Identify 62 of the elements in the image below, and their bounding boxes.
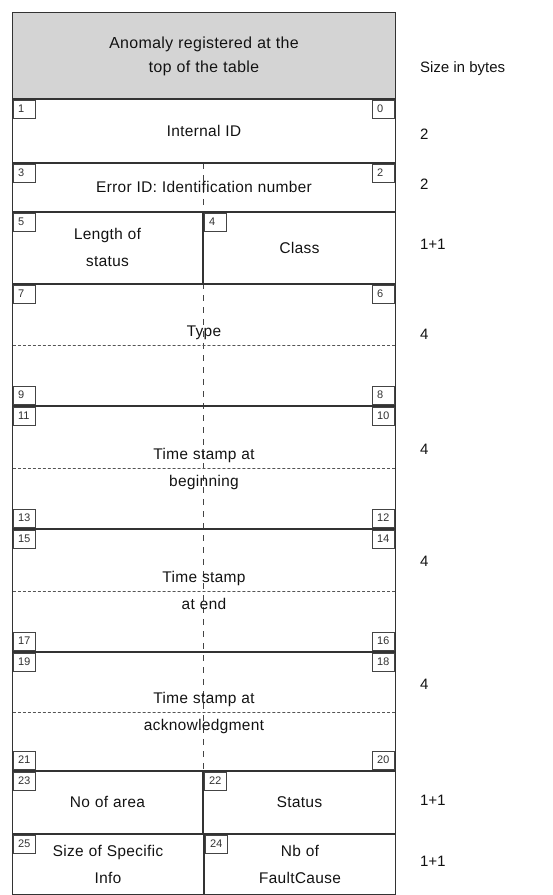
byte-size: 4 [420,553,428,571]
byte-index: 10 [372,407,395,426]
byte-index: 24 [205,835,228,854]
byte-size: 2 [420,126,428,144]
byte-index: 15 [13,530,36,549]
table-field [12,834,204,895]
byte-size: 1+1 [420,792,446,810]
table-field [12,99,396,163]
byte-index: 22 [204,772,227,791]
byte-index: 25 [13,835,36,854]
byte-index: 11 [13,407,36,426]
byte-index: 12 [372,509,395,528]
byte-index: 2 [372,164,395,183]
table-field [203,771,396,834]
byte-index: 17 [13,632,36,651]
byte-size: 1+1 [420,236,446,254]
table-field [12,529,396,652]
byte-index: 16 [372,632,395,651]
byte-size: 4 [420,326,428,344]
field-label: Time stamp at acknowledgment [142,688,266,736]
field-label: Length of status [72,225,142,272]
byte-index: 7 [13,285,36,304]
table-field [203,212,396,284]
byte-index: 19 [13,653,36,672]
byte-index: 1 [13,100,36,119]
byte-index: 18 [372,653,395,672]
byte-index: 0 [372,100,395,119]
byte-index: 6 [372,285,395,304]
field-label: Type [186,322,222,342]
field-label: Nb of FaultCause [258,842,342,888]
byte-index: 3 [13,164,36,183]
table-field [12,652,396,771]
field-label: Size of Specific Info [52,842,164,888]
header-box [12,12,396,99]
byte-size: 2 [420,176,428,194]
byte-index: 20 [372,751,395,770]
field-label: Class [279,238,320,258]
byte-index: 13 [13,509,36,528]
field-label: Status [276,793,322,813]
byte-size: 1+1 [420,853,446,871]
field-label: Error ID: Identification number [96,178,312,198]
byte-size: 4 [420,441,428,459]
byte-index: 21 [13,751,36,770]
byte-index: 23 [13,772,36,791]
table-field [204,834,396,895]
table-field [12,284,396,406]
byte-size: 4 [420,676,428,694]
byte-index: 9 [13,386,36,405]
field-label: No of area [70,793,146,813]
byte-index: 14 [372,530,395,549]
column-heading: Size in bytes [420,59,506,77]
field-label: Time stamp at beginning [152,444,256,492]
field-label: Internal ID [166,122,242,142]
field-label: Anomaly registered at the top of the table [108,34,300,78]
byte-index: 5 [13,213,36,232]
table-field [12,163,396,212]
table-field [12,212,203,284]
field-label: Time stamp at end [161,568,247,614]
byte-index: 8 [372,386,395,405]
table-field [12,771,203,834]
table-field [12,406,396,529]
byte-index: 4 [204,213,227,232]
